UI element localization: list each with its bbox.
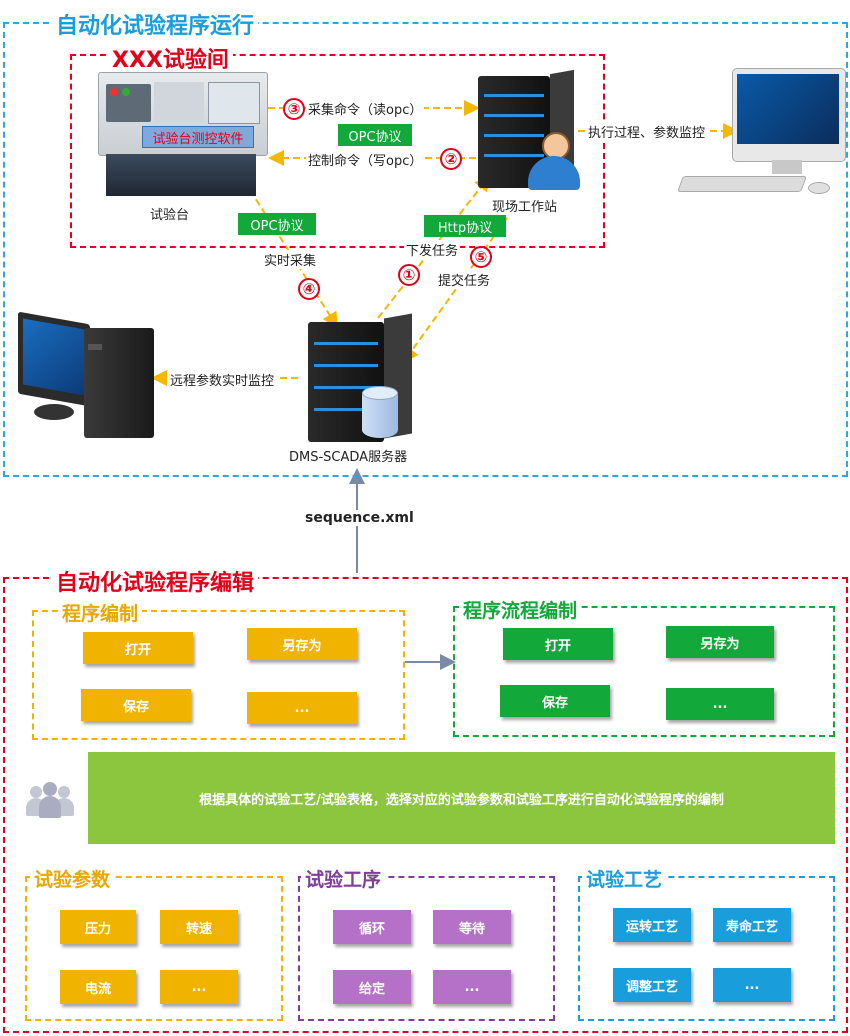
database-icon [362, 386, 398, 440]
crafts-group [578, 876, 835, 1021]
program-edit-group [32, 610, 405, 740]
craft-more-button[interactable]: ... [713, 968, 791, 1002]
crafts-title: 试验工艺 [582, 865, 667, 892]
test-bench-software-label: 试验台测控软件 [142, 126, 254, 148]
flow-edit-group [453, 606, 835, 737]
proc-wait-button[interactable]: 等待 [433, 910, 511, 944]
sequence-file-label: sequence.xml [303, 510, 416, 526]
desktop-pc-icon [18, 311, 158, 438]
program-more-button[interactable]: ... [247, 692, 357, 724]
workstation-label: 现场工作站 [490, 196, 560, 215]
program-open-button[interactable]: 打开 [83, 632, 193, 664]
lab-box [70, 54, 605, 248]
step-1-marker: ① [398, 264, 420, 286]
description-text: 根据具体的试验工艺/试验表格，选择对应的试验参数和试验工序进行自动化试验程序的编… [199, 792, 724, 808]
run-section [3, 22, 848, 477]
dispatch-task-label: 下发任务 [404, 240, 461, 259]
param-current-button[interactable]: 电流 [60, 970, 136, 1004]
param-pressure-button[interactable]: 压力 [60, 910, 136, 944]
opc-protocol-tag-2: OPC协议 [238, 213, 316, 235]
monitor-computer-icon [677, 68, 848, 198]
user-icon [528, 132, 580, 190]
realtime-collect-label: 实时采集 [262, 250, 319, 269]
program-saveas-button[interactable]: 另存为 [247, 628, 357, 660]
remote-monitor-label: 远程参数实时监控 [168, 370, 277, 389]
flow-edit-title: 程序流程编制 [459, 596, 582, 623]
edit-section-title: 自动化试验程序编辑 [52, 565, 259, 597]
param-speed-button[interactable]: 转速 [160, 910, 238, 944]
users-icon [26, 782, 74, 818]
run-section-title: 自动化试验程序运行 [52, 8, 259, 40]
step-2-marker: ② [440, 148, 462, 170]
flow-saveas-button[interactable]: 另存为 [666, 626, 774, 658]
params-title: 试验参数 [30, 865, 115, 892]
test-bench-label: 试验台 [148, 204, 192, 223]
flow-more-button[interactable]: ... [666, 688, 774, 720]
http-protocol-tag: Http协议 [424, 215, 506, 237]
server-label: DMS-SCADA服务器 [287, 446, 410, 465]
step-4-marker: ④ [298, 278, 320, 300]
step-5-marker: ⑤ [470, 246, 492, 268]
proc-loop-button[interactable]: 循环 [333, 910, 411, 944]
edit-section [3, 577, 848, 1033]
monitor-label: 执行过程、参数监控 [586, 122, 708, 141]
step-3-marker: ③ [283, 98, 305, 120]
craft-adjust-button[interactable]: 调整工艺 [613, 968, 691, 1002]
opc-protocol-tag: OPC协议 [338, 124, 412, 146]
craft-run-button[interactable]: 运转工艺 [613, 908, 691, 942]
proc-set-button[interactable]: 给定 [333, 970, 411, 1004]
program-edit-title: 程序编制 [58, 599, 143, 626]
procedures-group [298, 876, 555, 1021]
control-cmd-label: 控制命令（写opc） [306, 150, 425, 169]
param-more-button[interactable]: ... [160, 970, 238, 1004]
params-group [25, 876, 283, 1021]
procedures-title: 试验工序 [301, 865, 386, 892]
description-banner: 根据具体的试验工艺/试验表格，选择对应的试验参数和试验工序进行自动化试验程序的编… [88, 752, 835, 844]
test-bench-machine: 试验台测控软件 [98, 72, 268, 197]
flow-open-button[interactable]: 打开 [503, 628, 613, 660]
collect-cmd-label: 采集命令（读opc） [306, 99, 425, 118]
submit-task-label: 提交任务 [436, 270, 493, 289]
lab-title: XXX试验间 [108, 42, 233, 74]
proc-more-button[interactable]: ... [433, 970, 511, 1004]
program-save-button[interactable]: 保存 [81, 689, 191, 721]
flow-save-button[interactable]: 保存 [500, 685, 610, 717]
craft-life-button[interactable]: 寿命工艺 [713, 908, 791, 942]
